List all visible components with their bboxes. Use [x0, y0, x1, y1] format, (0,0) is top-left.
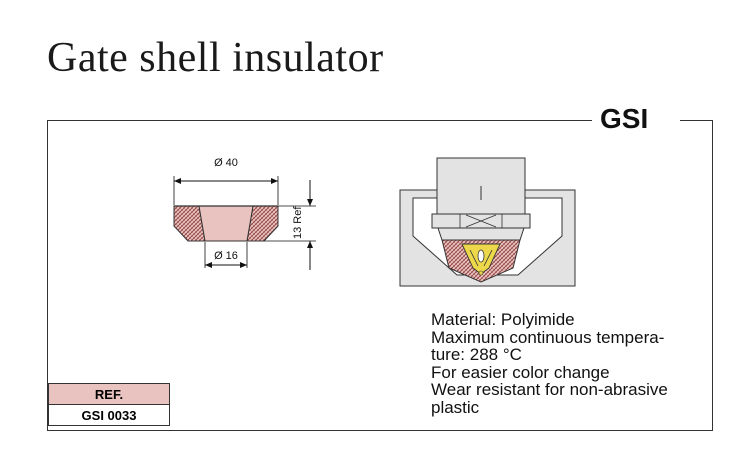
frame-top-rule-left — [47, 120, 592, 121]
product-code: GSI — [600, 103, 649, 134]
nozzle-lower — [437, 227, 525, 241]
insulator-section-view: Ø 40 Ø 16 13 Ref — [173, 157, 316, 270]
spec-line: plastic — [431, 397, 480, 417]
frame-top-rule-right — [680, 120, 712, 121]
product-frame — [47, 120, 713, 431]
page-title: Gate shell insulator — [47, 35, 384, 81]
assembly-view — [399, 157, 576, 287]
spec-line: Material: Polyimide — [431, 310, 575, 329]
dim-height-label: 13 Ref — [292, 206, 304, 239]
insulator-bore — [198, 205, 254, 242]
reference-value: GSI 0033 — [48, 404, 170, 426]
spec-line: For easier color change — [431, 362, 610, 382]
spec-line: Maximum continuous tempera- — [431, 327, 665, 347]
reference-header: REF. — [48, 383, 170, 405]
arrow-down-icon — [307, 199, 313, 206]
arrow-up-icon — [307, 241, 313, 248]
arrow-left-icon — [174, 178, 181, 184]
spec-line: ture: 288 °C — [431, 345, 522, 365]
dim-outer-label: Ø 40 — [214, 157, 238, 169]
specifications: Material: Polyimide Maximum continuous t… — [431, 311, 668, 417]
spec-line: Wear resistant for non-abrasive — [431, 380, 668, 400]
reference-table: REF. GSI 0033 — [48, 383, 170, 426]
arrow-left-icon — [205, 262, 212, 268]
arrow-right-icon — [240, 262, 247, 268]
arrow-right-icon — [271, 178, 278, 184]
dim-inner-label: Ø 16 — [214, 250, 238, 262]
